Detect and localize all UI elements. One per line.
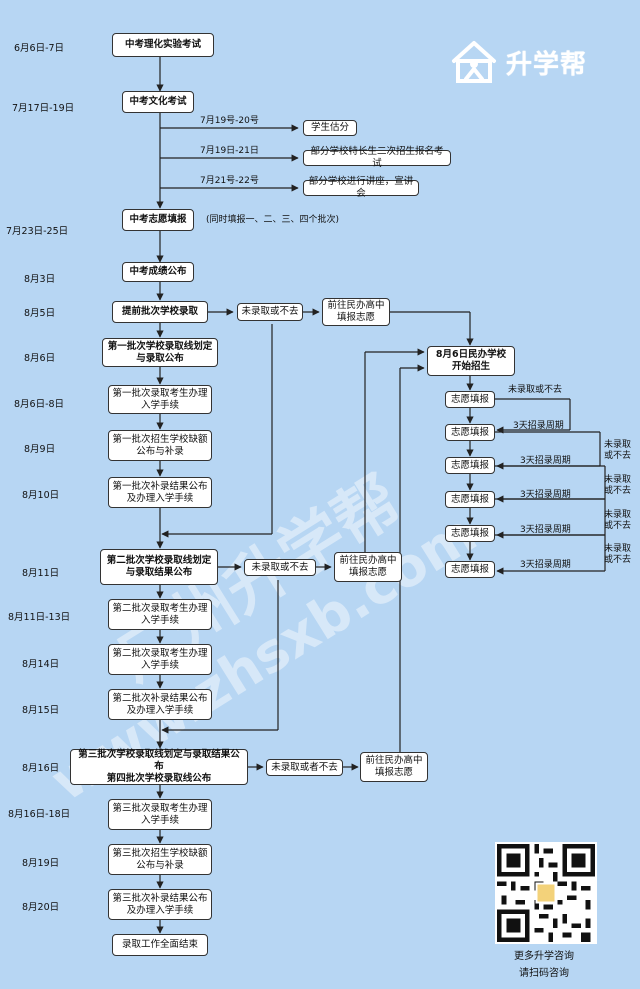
date-label: 7月23日-25日 [6,226,69,237]
step-box: 中考志愿填报 [122,209,194,231]
arrow-label: 未录取或不去 [508,385,563,395]
arrow-label: (同时填报一、二、三、四个批次) [206,215,340,225]
step-box: 第三批次补录结果公布 及办理入学手续 [108,889,212,920]
arrow-label: 未录取 或不去 [604,544,632,565]
step-box: 前往民办高中 填报志愿 [334,552,402,582]
step-box: 志愿填报 [445,491,495,508]
qr-code[interactable] [495,842,597,944]
arrow-label: 未录取 或不去 [604,440,632,461]
date-label: 7月17日-19日 [12,103,75,114]
step-box: 第一批次补录结果公布 及办理入学手续 [108,477,212,508]
arrow-label: 3天招录周期 [513,421,564,431]
date-label: 8月5日 [24,308,56,319]
date-label: 8月9日 [24,444,56,455]
step-box: 第一批次招生学校缺额 公布与补录 [108,430,212,461]
date-label: 8月15日 [22,705,60,716]
step-box: 8月6日民办学校 开始招生 [427,346,515,376]
step-box: 中考成绩公布 [122,262,194,282]
arrow-label: 7月19日-21日 [200,146,259,156]
step-box: 前往民办高中 填报志愿 [360,752,428,782]
step-box: 部分学校进行讲座，宣讲会 [303,176,419,199]
qr-code-icon [497,844,595,942]
step-box: 第三批次录取考生办理 入学手续 [108,799,212,830]
arrow-label: 3天招录周期 [520,560,571,570]
step-box: 第二批次学校录取线划定 与录取结果公布 [100,549,218,585]
step-box: 第二批次录取考生办理 入学手续 [108,644,212,675]
date-label: 8月20日 [22,902,60,913]
step-box: 第二批次录取考生办理 入学手续 [108,599,212,630]
arrow-label: 3天招录周期 [520,525,571,535]
step-box: 未录取或不去 [244,559,316,576]
arrow-label: 3天招录周期 [520,456,571,466]
arrow-label: 7月19号-20号 [200,116,259,126]
date-label: 8月6日-8日 [14,399,65,410]
logo: 升学帮 [448,38,618,86]
step-box: 中考理化实验考试 [112,33,214,57]
step-box: 第二批次补录结果公布 及办理入学手续 [108,689,212,720]
step-box: 志愿填报 [445,525,495,542]
step-box: 志愿填报 [445,424,495,441]
step-box: 中考文化考试 [122,91,194,113]
date-label: 8月16日-18日 [8,809,71,820]
date-label: 8月16日 [22,763,60,774]
date-label: 8月3日 [24,274,56,285]
step-box: 第三批次学校录取线划定与录取结果公布 第四批次学校录取线公布 [70,749,248,785]
arrow-label: 3天招录周期 [520,490,571,500]
date-label: 6月6日-7日 [14,43,65,54]
date-label: 8月6日 [24,353,56,364]
qr-caption: 请扫码咨询 [519,968,569,979]
arrow-label: 未录取 或不去 [604,510,632,531]
logo-text: 升学帮 [506,49,588,80]
step-box: 提前批次学校录取 [112,301,208,323]
date-label: 8月19日 [22,858,60,869]
arrow-label: 7月21号-22号 [200,176,259,186]
step-box: 志愿填报 [445,457,495,474]
step-box: 部分学校特长生二次招生报名考试 [303,146,451,169]
step-box: 前往民办高中 填报志愿 [322,298,390,326]
step-box: 录取工作全面结束 [112,934,208,956]
date-label: 8月10日 [22,490,60,501]
arrow-label: 未录取 或不去 [604,475,632,496]
date-label: 8月14日 [22,659,60,670]
step-box: 学生估分 [303,120,357,136]
step-box: 未录取或者不去 [266,759,343,776]
house-person-icon [452,41,496,83]
step-box: 第一批次学校录取线划定 与录取公布 [102,338,218,367]
date-label: 8月11日 [22,568,60,579]
step-box: 志愿填报 [445,561,495,578]
qr-caption: 更多升学咨询 [514,951,574,962]
step-box: 志愿填报 [445,391,495,408]
step-box: 第三批次招生学校缺额 公布与补录 [108,844,212,875]
step-box: 第一批次录取考生办理 入学手续 [108,385,212,414]
date-label: 8月11日-13日 [8,612,71,623]
step-box: 未录取或不去 [237,303,303,321]
